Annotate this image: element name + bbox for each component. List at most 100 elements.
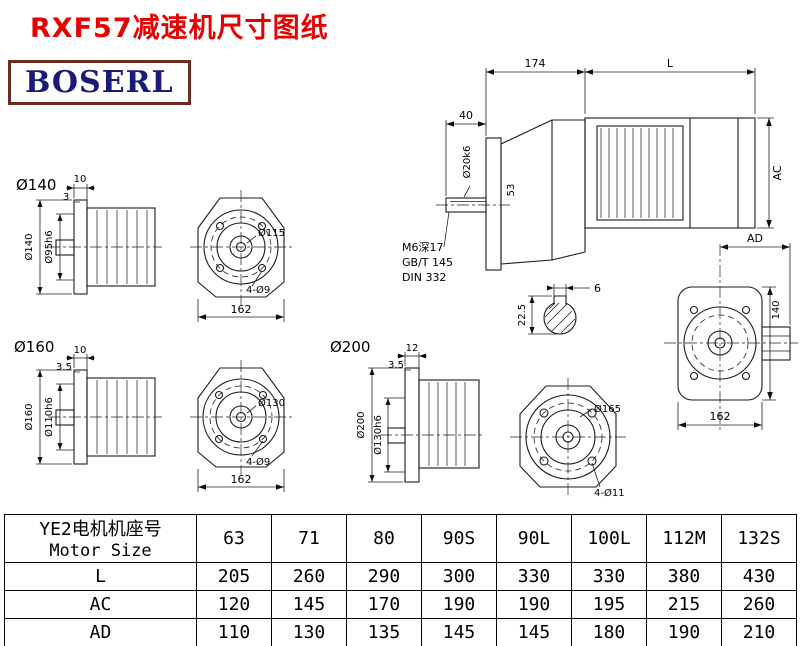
cell-L-112M: 380 bbox=[646, 562, 722, 591]
flange-200-drawing: Ø200 12 3.5 Ø200 Ø1 bbox=[330, 338, 626, 499]
f200-bolt-circle-label: Ø165 bbox=[594, 403, 621, 415]
cell-AC-90L: 190 bbox=[496, 590, 572, 619]
f200-spigot-dia-label: Ø130h6 bbox=[372, 415, 384, 455]
tap-hole-spec-line3: DIN 332 bbox=[402, 271, 446, 284]
key-depth-label: 22.5 bbox=[517, 304, 528, 326]
dim-AD-label: AD bbox=[747, 232, 763, 245]
f160-dim-10: 10 bbox=[74, 345, 87, 356]
centerlines bbox=[48, 360, 292, 475]
column-header-90S: 90S bbox=[421, 514, 497, 563]
f140-dim-3: 3 bbox=[63, 192, 69, 203]
flange200-title: Ø200 bbox=[330, 338, 370, 356]
f160-width-label: 162 bbox=[231, 473, 252, 486]
flange-160-drawing: Ø160 10 3.5 Ø160 Ø1 bbox=[14, 338, 292, 492]
cell-AC-90S: 190 bbox=[421, 590, 497, 619]
dim-162-label: 162 bbox=[710, 410, 731, 423]
column-header-63: 63 bbox=[196, 514, 272, 563]
cooling-fins bbox=[428, 382, 466, 466]
cell-AD-80: 135 bbox=[346, 618, 422, 646]
f200-dim-12: 12 bbox=[406, 343, 419, 354]
gearmotor-side-view bbox=[445, 117, 756, 271]
cell-L-71: 260 bbox=[271, 562, 347, 591]
cell-AC-112M: 215 bbox=[646, 590, 722, 619]
cell-L-63: 205 bbox=[196, 562, 272, 591]
key-section-detail bbox=[543, 295, 577, 335]
column-header-80: 80 bbox=[346, 514, 422, 563]
key-width-label: 6 bbox=[594, 282, 601, 295]
f160-spigot-dia-label: Ø110h6 bbox=[43, 397, 55, 437]
drawing-canvas: Ø140 10 3 Ø140 Ø95h bbox=[14, 57, 798, 499]
cell-AD-71: 130 bbox=[271, 618, 347, 646]
row-label-AC: AC bbox=[4, 590, 197, 619]
cell-AD-63: 110 bbox=[196, 618, 272, 646]
motor-size-header-en: Motor Size bbox=[49, 541, 152, 561]
row-label-L: L bbox=[4, 562, 197, 591]
hatch-lines bbox=[544, 302, 576, 334]
main-gearmotor-drawing: 174 L 40 Ø20k6 53 AC M6深17 GB/T 145 DIN … bbox=[402, 57, 798, 432]
cell-AC-63: 120 bbox=[196, 590, 272, 619]
brand-logo: BOSERL bbox=[8, 60, 191, 105]
f160-outer-dia-label: Ø160 bbox=[23, 404, 35, 431]
tap-hole-spec-line2: GB/T 145 bbox=[402, 256, 453, 269]
cell-L-100L: 330 bbox=[571, 562, 647, 591]
tap-hole-spec-line1: M6深17 bbox=[402, 241, 444, 254]
table-row-AC: AC 120 145 170 190 190 195 215 260 bbox=[4, 590, 797, 619]
flange160-title: Ø160 bbox=[14, 338, 54, 356]
dimension-lines bbox=[36, 354, 285, 492]
motor-size-header: YE2电机机座号 Motor Size bbox=[4, 514, 197, 563]
f140-width-label: 162 bbox=[231, 303, 252, 316]
dim-AC-label: AC bbox=[771, 165, 784, 180]
cell-AC-80: 170 bbox=[346, 590, 422, 619]
dim-L-label: L bbox=[667, 57, 674, 70]
cell-AD-90L: 145 bbox=[496, 618, 572, 646]
f200-holes-label: 4-Ø11 bbox=[594, 487, 625, 499]
cell-AC-100L: 195 bbox=[571, 590, 647, 619]
column-header-100L: 100L bbox=[571, 514, 647, 563]
dim-53-label: 53 bbox=[506, 184, 517, 197]
shaft-diameter-label: Ø20k6 bbox=[461, 146, 473, 179]
cell-AD-112M: 190 bbox=[646, 618, 722, 646]
column-header-71: 71 bbox=[271, 514, 347, 563]
flange140-title: Ø140 bbox=[16, 176, 56, 194]
f140-dim-10: 10 bbox=[74, 174, 87, 185]
centerlines bbox=[380, 378, 626, 497]
dimension-lines bbox=[368, 352, 601, 488]
cell-L-90L: 330 bbox=[496, 562, 572, 591]
f140-holes-label: 4-Ø9 bbox=[246, 284, 270, 296]
dim-174-label: 174 bbox=[525, 57, 546, 70]
column-header-90L: 90L bbox=[496, 514, 572, 563]
f160-dim-3-5: 3.5 bbox=[56, 362, 72, 373]
dimension-lines bbox=[36, 184, 285, 322]
f200-outer-dia-label: Ø200 bbox=[355, 412, 367, 439]
table-row-L: L 205 260 290 300 330 330 380 430 bbox=[4, 562, 797, 591]
cell-AD-132S: 210 bbox=[721, 618, 797, 646]
dim-140-label: 140 bbox=[771, 300, 782, 319]
row-label-AD: AD bbox=[4, 618, 197, 646]
dimension-table: YE2电机机座号 Motor Size 63 71 80 90S 90L 100… bbox=[4, 514, 797, 646]
dim-40-label: 40 bbox=[459, 109, 473, 122]
f140-spigot-dia-label: Ø95h6 bbox=[43, 230, 55, 263]
f160-bolt-circle-label: Ø130 bbox=[258, 397, 285, 409]
cell-AC-71: 145 bbox=[271, 590, 347, 619]
cell-L-80: 290 bbox=[346, 562, 422, 591]
motor-end-lines bbox=[689, 117, 739, 229]
column-header-132S: 132S bbox=[721, 514, 797, 563]
cell-AC-132S: 260 bbox=[721, 590, 797, 619]
cell-L-90S: 300 bbox=[421, 562, 497, 591]
page-title: RXF57减速机尺寸图纸 bbox=[30, 13, 329, 44]
column-header-112M: 112M bbox=[646, 514, 722, 563]
table-header-row: YE2电机机座号 Motor Size 63 71 80 90S 90L 100… bbox=[4, 514, 797, 563]
centerlines bbox=[436, 204, 798, 432]
f160-holes-label: 4-Ø9 bbox=[246, 456, 270, 468]
motor-size-header-cn: YE2电机机座号 bbox=[39, 519, 162, 540]
cell-L-132S: 430 bbox=[721, 562, 797, 591]
f140-bolt-circle-label: Ø115 bbox=[258, 227, 285, 239]
centerlines bbox=[48, 190, 292, 305]
cell-AD-100L: 180 bbox=[571, 618, 647, 646]
f140-outer-dia-label: Ø140 bbox=[23, 234, 35, 261]
table-row-AD: AD 110 130 135 145 145 180 190 210 bbox=[4, 618, 797, 646]
cell-AD-90S: 145 bbox=[421, 618, 497, 646]
motor-fins bbox=[600, 128, 674, 218]
flange200-side-view bbox=[387, 367, 480, 483]
